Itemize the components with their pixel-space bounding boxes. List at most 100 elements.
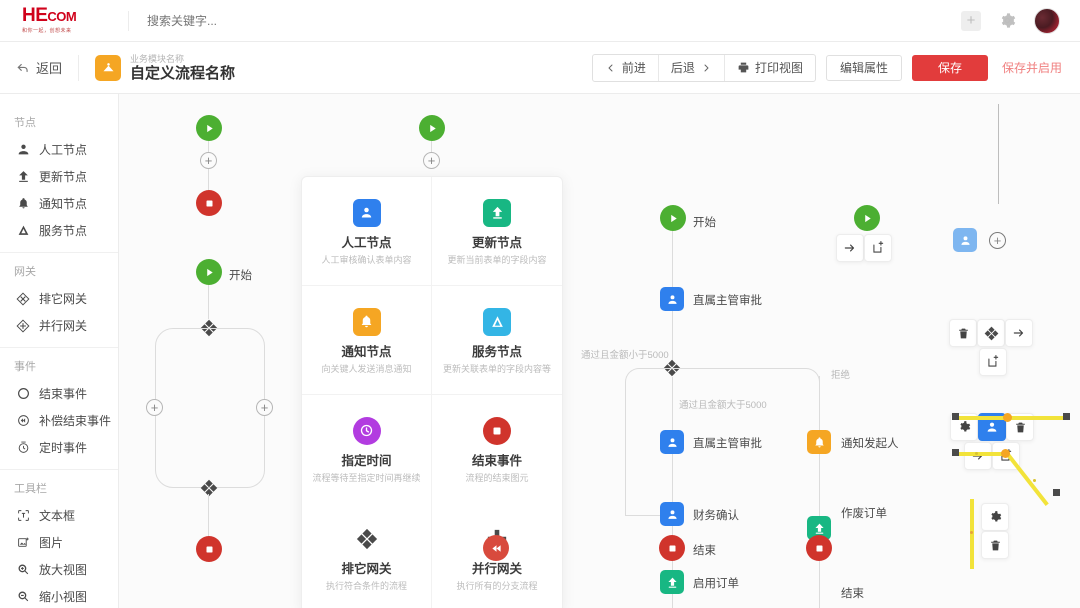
sidebar-item-textbox[interactable]: 文本框 [0, 502, 118, 529]
sidebar-item-notify-node[interactable]: 通知节点 [0, 190, 118, 217]
picker-item-person-node[interactable]: 人工节点 人工审核确认表单内容 [302, 177, 432, 286]
forward-button[interactable]: 前进 [593, 54, 659, 81]
page-title[interactable]: 自定义流程名称 [130, 64, 236, 82]
sidebar-item-person-node[interactable]: 人工节点 [0, 136, 118, 163]
copy-icon[interactable] [979, 348, 1007, 376]
add-node-button[interactable]: + [200, 152, 217, 169]
add-icon[interactable]: + [961, 10, 981, 31]
flow-node-manager-approval-1[interactable] [660, 287, 684, 311]
header-actions: + [961, 7, 1080, 34]
copy-icon[interactable] [864, 234, 892, 262]
parallel-gateway-bottom[interactable] [200, 479, 218, 497]
flow-end-node-left[interactable] [659, 535, 685, 561]
add-node-button[interactable]: + [423, 152, 440, 169]
start-node-label: 开始 [229, 270, 252, 282]
picker-item-timer[interactable]: 指定时间 流程等待至指定时间再继续 [302, 395, 432, 503]
bell-icon [352, 307, 381, 336]
flow-node-enable-order[interactable] [660, 570, 684, 594]
connector-handle-start[interactable] [952, 449, 959, 456]
add-node-handle[interactable]: + [989, 232, 1006, 249]
picker-title: 排它网关 [341, 561, 392, 576]
node-context-toolbar-1[interactable] [949, 319, 1033, 347]
flow-node-manager-approval-2[interactable] [660, 430, 684, 454]
flow-canvas[interactable]: + 开始 + + + [119, 94, 1080, 608]
sidebar-item-image[interactable]: 图片 [0, 529, 118, 556]
parallel-gateway-icon[interactable] [977, 319, 1005, 347]
connector-line [672, 377, 673, 430]
sidebar-item-update-node[interactable]: 更新节点 [0, 163, 118, 190]
picker-item-notify-node[interactable]: 通知节点 向关键人发送消息通知 [302, 286, 432, 395]
sidebar-item-exclusive-gateway[interactable]: 排它网关 [0, 285, 118, 312]
sidebar-item-end-event[interactable]: 结束事件 [0, 380, 118, 407]
exclusive-gateway-icon [16, 292, 30, 306]
flow-node-label: 直属主管审批 [693, 438, 762, 450]
connector-line [672, 594, 673, 608]
start-event-node-2[interactable] [196, 259, 222, 285]
user-avatar[interactable] [1034, 7, 1060, 34]
connector-midpoint-handle[interactable] [1001, 449, 1010, 458]
connector-small-handle[interactable] [1033, 479, 1036, 482]
end-event-node-1[interactable] [196, 190, 222, 216]
flow-node-finance-confirm[interactable] [660, 502, 684, 526]
circle-icon [16, 387, 30, 400]
print-button[interactable]: 打印视图 [725, 55, 815, 81]
back-button[interactable]: 返回 [16, 58, 62, 77]
palette-section-events: 事件 结束事件 补偿结束事件 定时事件 [0, 348, 118, 470]
node-hover-toolbar-1[interactable] [836, 234, 892, 262]
sidebar-item-timer-event[interactable]: 定时事件 [0, 434, 118, 461]
start-event-node-3[interactable] [419, 115, 445, 141]
add-branch-left-button[interactable]: + [146, 399, 163, 416]
flow-start-node[interactable] [660, 205, 686, 231]
selected-connector-bent-seg2[interactable] [1005, 451, 1049, 507]
gear-icon[interactable] [999, 12, 1016, 29]
arrow-right-icon[interactable] [836, 234, 864, 262]
picker-desc: 更新关联表单的字段内容等 [442, 363, 551, 374]
connector-context-toolbar[interactable] [981, 503, 1009, 559]
flow-end-node-right[interactable] [806, 535, 832, 561]
sidebar-item-compensate-end-event[interactable]: 补偿结束事件 [0, 407, 118, 434]
header-divider [128, 10, 129, 31]
connector-handle-end[interactable] [1063, 413, 1070, 420]
sidebar-label-exclusive-gateway: 排它网关 [39, 292, 88, 306]
connector-handle-start[interactable] [952, 413, 959, 420]
selected-person-node[interactable] [953, 228, 977, 252]
picker-item-end-event[interactable]: 结束事件 流程的结束图元 [432, 395, 562, 503]
sidebar-item-zoom-out[interactable]: 缩小视图 [0, 583, 118, 608]
start-event-node-1[interactable] [196, 115, 222, 141]
search-input[interactable] [147, 13, 407, 28]
flow-node-notify-initiator[interactable] [807, 430, 831, 454]
selected-connector-vertical[interactable] [970, 499, 974, 569]
sidebar-item-zoom-in[interactable]: 放大视图 [0, 556, 118, 583]
connector-midpoint-handle[interactable] [970, 531, 973, 534]
connector-midpoint-handle[interactable] [1003, 413, 1012, 422]
parallel-gateway-top[interactable] [200, 319, 218, 337]
node-type-picker[interactable]: 人工节点 人工审核确认表单内容 更新节点 更新当前表单的字段内容 通知节点 向关… [301, 176, 563, 608]
connector-small-handle[interactable] [975, 452, 978, 455]
connector-line [208, 285, 209, 319]
brand-logo[interactable]: HECOM 和你一起，创想未来 [0, 6, 120, 35]
connector-handle-end[interactable] [1053, 489, 1060, 496]
node-context-toolbar-1-row2[interactable] [979, 348, 1007, 376]
arrow-right-icon[interactable] [964, 442, 992, 470]
edit-properties-button[interactable]: 编辑属性 [825, 54, 902, 81]
gear-icon[interactable] [981, 503, 1009, 531]
picker-item-service-node[interactable]: 服务节点 更新关联表单的字段内容等 [432, 286, 562, 395]
selected-connector-bent-seg1[interactable] [955, 452, 1009, 456]
arrow-right-icon[interactable] [1005, 319, 1033, 347]
start-event-node-4[interactable] [854, 205, 880, 231]
sidebar-item-parallel-gateway[interactable]: 并行网关 [0, 312, 118, 339]
end-event-node-2[interactable] [196, 536, 222, 562]
save-and-enable-button[interactable]: 保存并启用 [998, 59, 1066, 76]
connector-line [672, 231, 673, 287]
trash-icon[interactable] [981, 531, 1009, 559]
backward-button[interactable]: 后退 [659, 54, 725, 81]
picker-item-update-node[interactable]: 更新节点 更新当前表单的字段内容 [432, 177, 562, 286]
picker-item-exclusive-gateway[interactable]: 排它网关 执行符合条件的流程 [302, 503, 432, 608]
palette-sidebar: 节点 人工节点 更新节点 通知节点 [0, 94, 119, 608]
save-button[interactable]: 保存 [911, 54, 988, 81]
rewind-button[interactable] [483, 535, 509, 561]
sidebar-item-service-node[interactable]: 服务节点 [0, 217, 118, 244]
add-branch-right-button[interactable]: + [256, 399, 273, 416]
trash-icon[interactable] [949, 319, 977, 347]
